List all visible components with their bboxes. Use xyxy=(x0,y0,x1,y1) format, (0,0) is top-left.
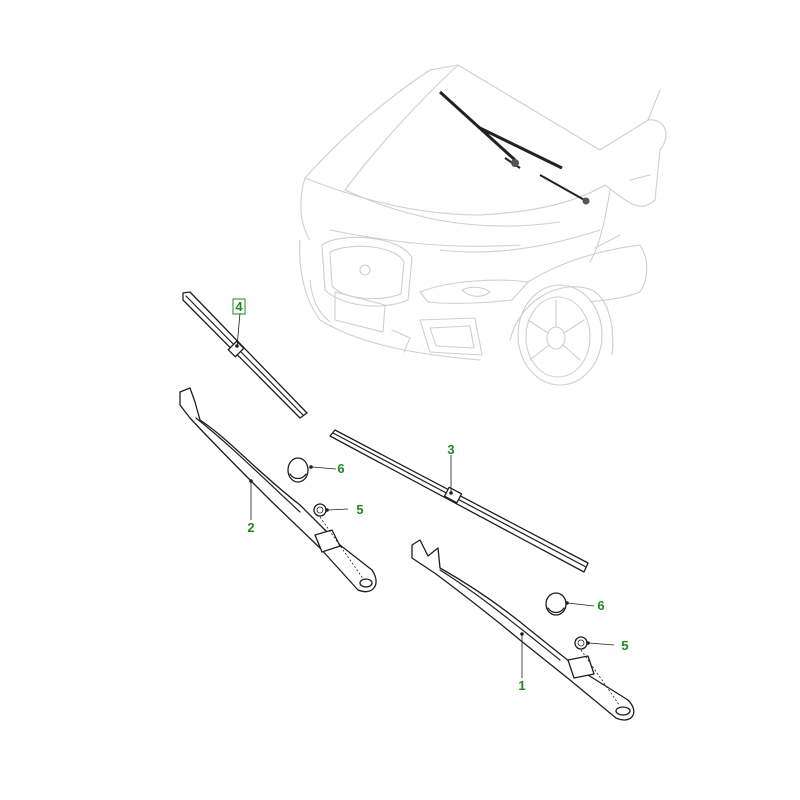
callout-1: 1 xyxy=(518,632,526,693)
svg-text:5: 5 xyxy=(621,638,628,653)
leader-lines xyxy=(236,312,621,707)
arm-nut-upper xyxy=(313,503,327,517)
callout-5-lower: 5 xyxy=(586,638,629,653)
svg-text:3: 3 xyxy=(447,442,454,457)
callout-4: 4 xyxy=(232,298,246,348)
callout-2: 2 xyxy=(247,479,255,535)
vehicle-front-illustration xyxy=(299,64,667,386)
svg-text:4: 4 xyxy=(235,299,243,314)
wiper-arm-left xyxy=(179,387,377,593)
arm-cap-upper xyxy=(287,457,309,483)
wiper-arm-right xyxy=(411,539,635,721)
callout-5-upper: 5 xyxy=(325,502,364,517)
wiper-blade-long xyxy=(329,429,589,573)
svg-text:5: 5 xyxy=(356,502,363,517)
arm-cap-lower xyxy=(545,592,567,616)
wiper-blade-short xyxy=(182,291,308,419)
callout-6-upper: 6 xyxy=(309,461,345,476)
svg-text:6: 6 xyxy=(597,598,604,613)
arm-nut-lower xyxy=(574,636,588,650)
callout-6-lower: 6 xyxy=(565,598,605,613)
svg-text:2: 2 xyxy=(247,520,254,535)
svg-text:6: 6 xyxy=(337,461,344,476)
svg-text:1: 1 xyxy=(518,678,525,693)
callout-3: 3 xyxy=(447,442,455,495)
